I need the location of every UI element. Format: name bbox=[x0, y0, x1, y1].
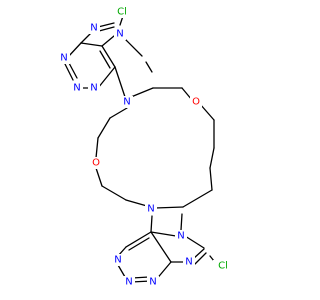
bond bbox=[109, 107, 128, 119]
atom-n: N bbox=[73, 83, 80, 94]
bond bbox=[101, 45, 116, 68]
bond bbox=[98, 26, 115, 32]
bond bbox=[125, 199, 148, 207]
atom-n: N bbox=[90, 23, 97, 34]
bond bbox=[125, 39, 143, 57]
bond bbox=[145, 61, 153, 73]
bond bbox=[209, 167, 213, 191]
bond bbox=[154, 206, 184, 209]
molecule-diagram: N N N N N Cl N O O N N N N N N Cl bbox=[58, 6, 233, 288]
crown-ring-bonds bbox=[95, 66, 215, 209]
atom-n: N bbox=[149, 277, 156, 288]
atom-labels: N N N N N Cl N O O N N N N N N Cl bbox=[58, 6, 233, 288]
bond bbox=[209, 147, 215, 169]
bond bbox=[130, 87, 154, 98]
bond bbox=[182, 189, 213, 208]
bond bbox=[80, 42, 103, 47]
atom-n: N bbox=[123, 97, 130, 108]
bond bbox=[97, 117, 111, 139]
atom-n: N bbox=[114, 255, 121, 266]
bond bbox=[128, 237, 150, 251]
atom-n: N bbox=[125, 277, 132, 288]
bond bbox=[180, 213, 183, 231]
bond bbox=[63, 61, 74, 81]
atom-n: N bbox=[147, 204, 154, 215]
bond bbox=[68, 62, 78, 79]
bond bbox=[194, 252, 207, 265]
atom-cl: Cl bbox=[117, 7, 127, 18]
bond bbox=[150, 231, 172, 263]
bottom-purine-bonds bbox=[117, 213, 219, 283]
bond bbox=[97, 66, 116, 89]
bond bbox=[95, 137, 99, 159]
bond bbox=[95, 167, 103, 187]
atom-cl: Cl bbox=[218, 261, 228, 272]
atom-n: N bbox=[116, 29, 123, 40]
atom-n: N bbox=[185, 257, 192, 268]
atom-n: N bbox=[90, 83, 97, 94]
atom-n: N bbox=[177, 231, 184, 242]
bond bbox=[101, 185, 127, 201]
atom-n: N bbox=[60, 53, 67, 64]
bond bbox=[150, 215, 153, 233]
atom-o: O bbox=[92, 158, 100, 169]
bond bbox=[117, 264, 126, 278]
bond bbox=[114, 66, 126, 98]
bond bbox=[150, 231, 177, 237]
atom-o: O bbox=[192, 97, 200, 108]
bond bbox=[199, 103, 215, 121]
top-purine-bonds bbox=[63, 15, 153, 89]
bond bbox=[97, 22, 115, 28]
bond bbox=[125, 231, 152, 248]
bond bbox=[67, 42, 82, 58]
bond bbox=[99, 50, 111, 69]
bond bbox=[184, 235, 205, 249]
